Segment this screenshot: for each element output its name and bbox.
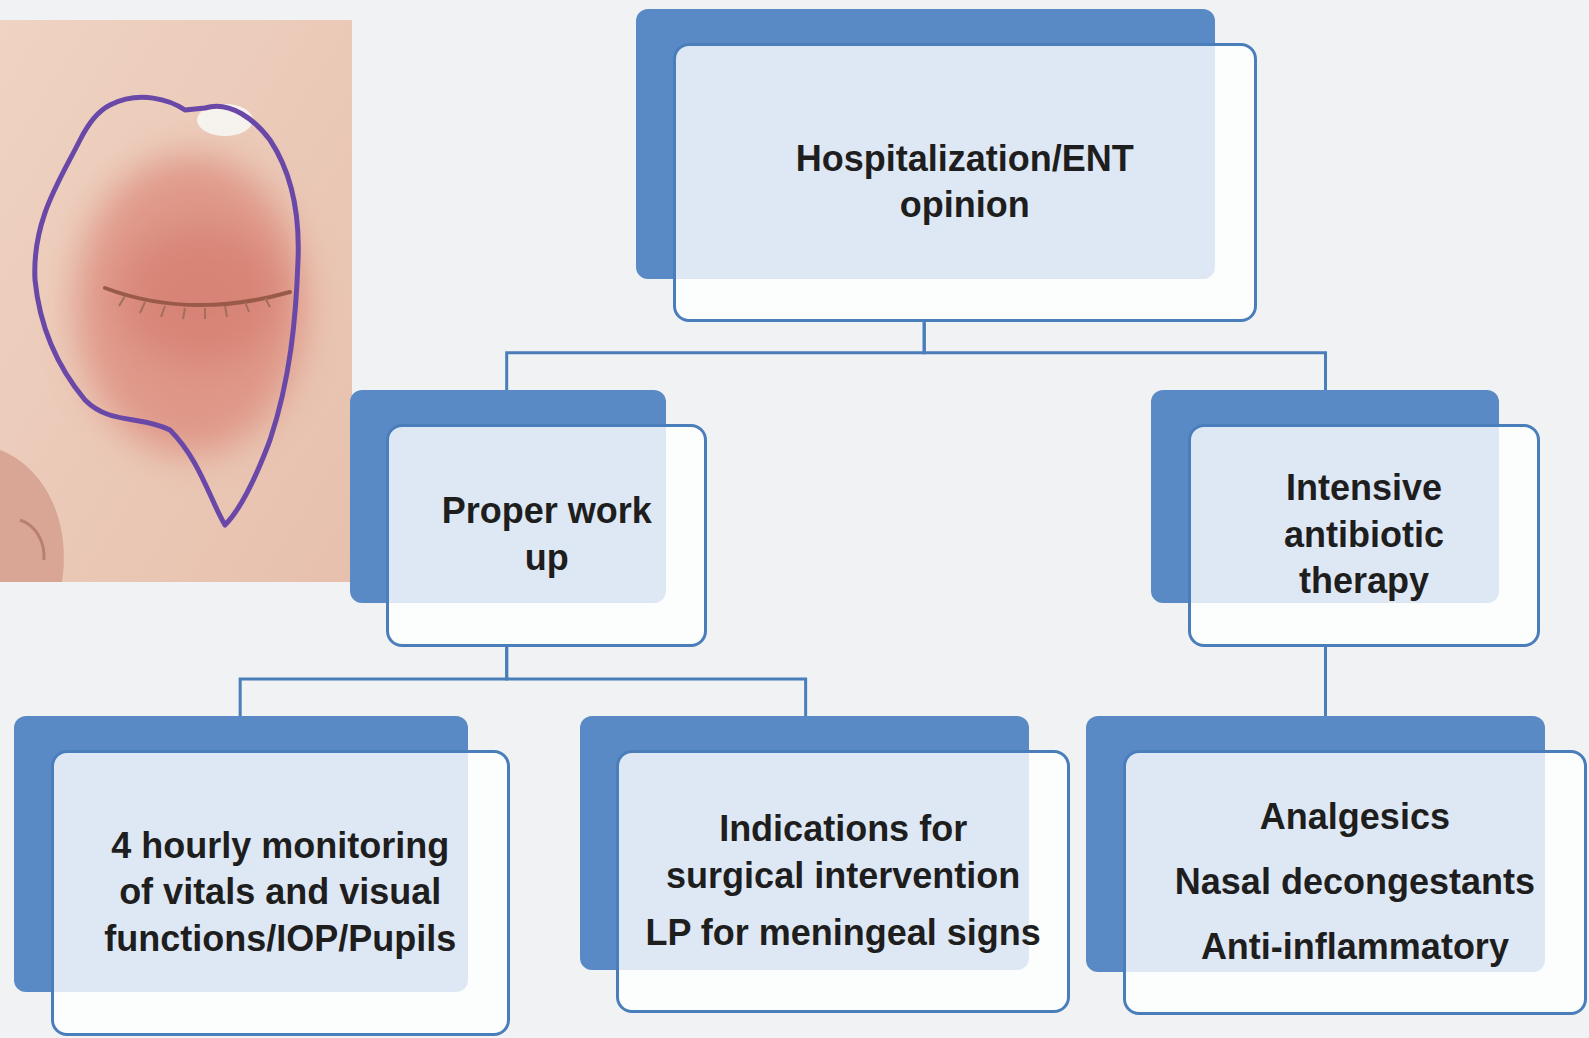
nose: [0, 450, 64, 582]
box-text: Intensive antibiotic therapy: [1254, 465, 1474, 605]
box-text: Analgesics: [1260, 794, 1450, 841]
process-box: Intensive antibiotic therapy: [1188, 424, 1541, 647]
process-box: Proper work up: [386, 424, 707, 647]
box-text: Anti-inflammatory: [1201, 924, 1509, 971]
box-text: LP for meningeal signs: [645, 910, 1040, 957]
box-text: Nasal decongestants: [1175, 859, 1535, 906]
swelling-core: [120, 225, 280, 365]
process-box: AnalgesicsNasal decongestantsAnti-inflam…: [1123, 750, 1587, 1016]
nostril: [20, 520, 44, 560]
process-box: Hospitalization/ENT opinion: [673, 43, 1257, 323]
marker-outline: [35, 97, 298, 525]
eyelashes: [119, 296, 270, 319]
process-box: Indications for surgical intervention LP …: [616, 750, 1070, 1013]
box-text: Proper work up: [427, 488, 667, 582]
process-box: 4 hourly monitoring of vitals and visual…: [51, 750, 510, 1036]
swelling: [75, 155, 305, 455]
clinical-photo: [0, 20, 352, 582]
closed-eyelid: [105, 288, 290, 305]
skin-ground: [0, 20, 352, 582]
box-text: 4 hourly monitoring of vitals and visual…: [98, 823, 463, 963]
box-text: Hospitalization/ENT opinion: [765, 136, 1165, 230]
box-text: Indications for surgical intervention: [658, 806, 1028, 900]
